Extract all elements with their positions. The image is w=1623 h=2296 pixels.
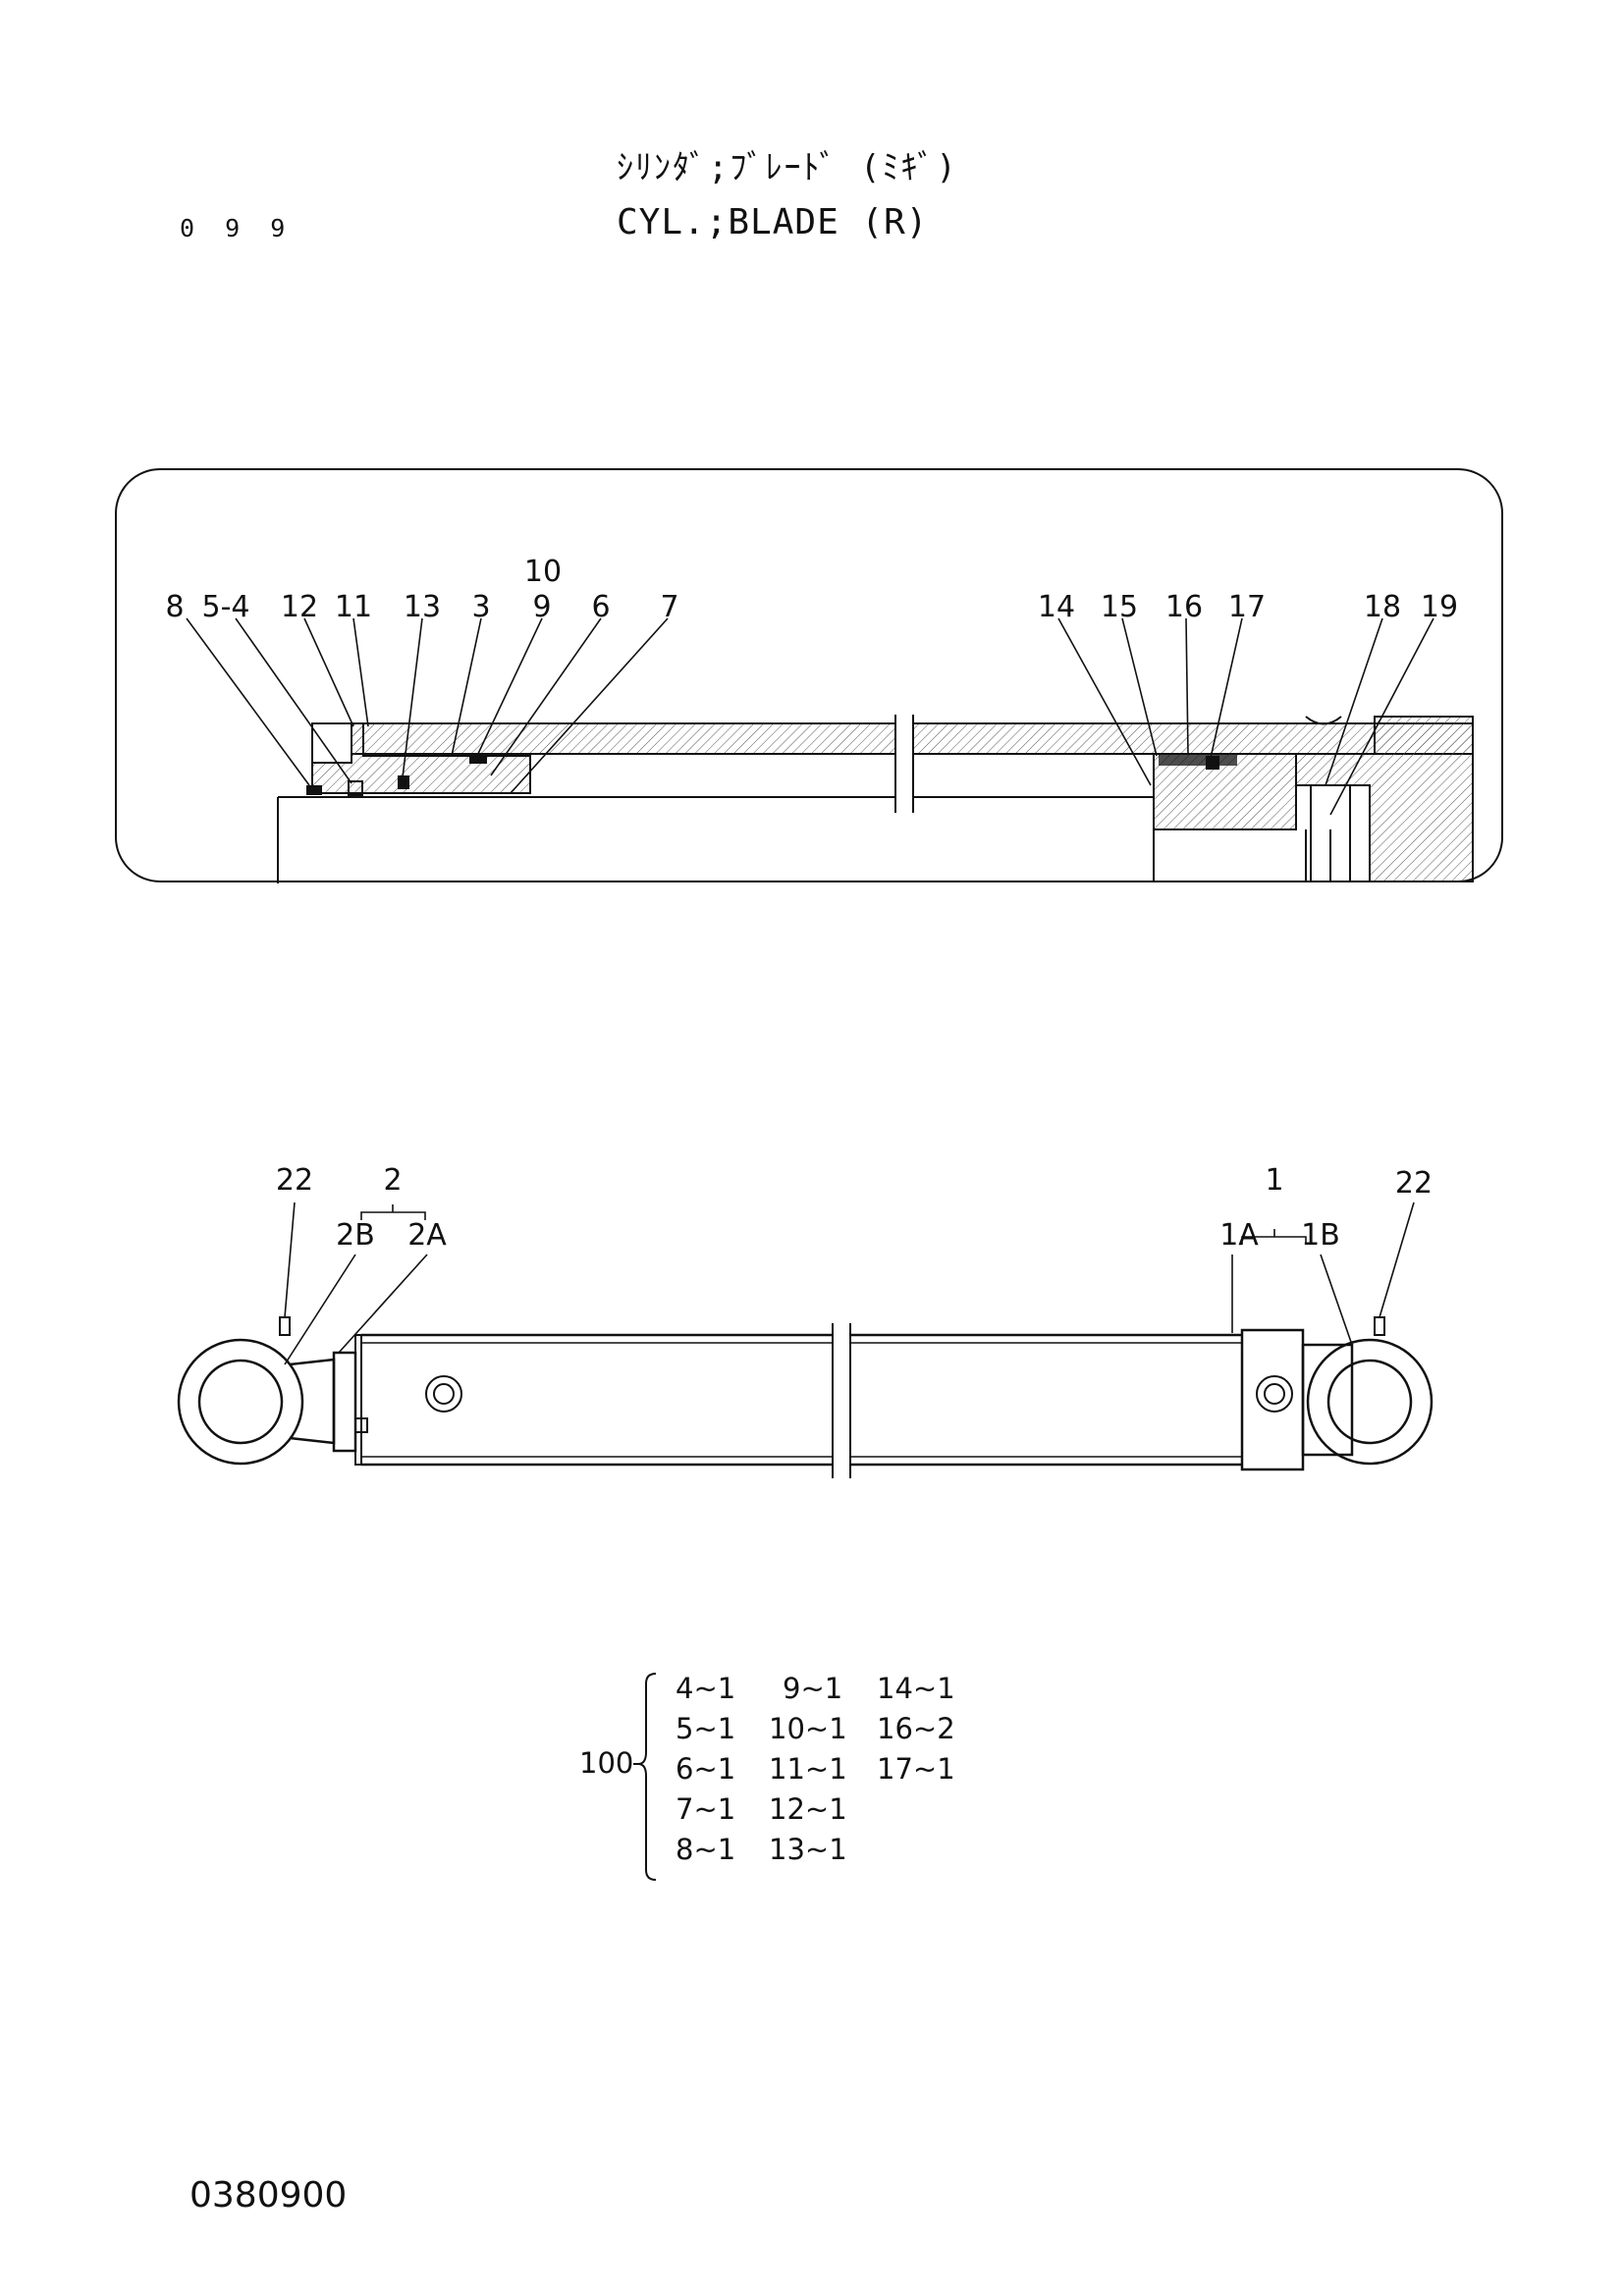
kit-cell: 10~1 xyxy=(769,1712,847,1745)
callout-12: 12 xyxy=(281,590,318,624)
kit-cell: 16~2 xyxy=(877,1712,955,1745)
callout-15: 15 xyxy=(1101,590,1138,624)
callout-18: 18 xyxy=(1364,590,1401,624)
callout-13: 13 xyxy=(404,590,441,624)
kit-table: 100 4~1 5~1 6~1 7~1 8~1 9~1 10~1 11~1 12… xyxy=(579,1672,955,1881)
port-rod-side xyxy=(425,1375,462,1413)
seal-17 xyxy=(1206,756,1219,770)
section-view: 10 8 5-4 12 11 13 3 9 6 7 14 15 16 17 18… xyxy=(115,468,1503,883)
callout-19: 19 xyxy=(1421,590,1458,624)
grease-fitting-left xyxy=(279,1316,291,1336)
wear-ring-16 xyxy=(1159,754,1237,766)
cover-flange xyxy=(311,722,352,764)
kit-cell: 17~1 xyxy=(877,1752,955,1786)
nut-18 xyxy=(1310,784,1351,882)
callout-6: 6 xyxy=(591,590,610,624)
callout-14: 14 xyxy=(1038,590,1075,624)
callout-22-left: 22 xyxy=(276,1163,313,1198)
kit-cell: 7~1 xyxy=(676,1792,735,1826)
title-english: CYL.;BLADE (R) xyxy=(617,202,929,242)
kit-cell: 8~1 xyxy=(676,1833,735,1866)
kit-cell: 5~1 xyxy=(676,1712,735,1745)
section-frame xyxy=(115,468,1503,882)
kit-cell: 11~1 xyxy=(769,1752,847,1786)
callout-7: 7 xyxy=(660,590,678,624)
kit-cell: 13~1 xyxy=(769,1833,847,1866)
callout-5-4: 5-4 xyxy=(202,590,250,624)
callout-22-right: 22 xyxy=(1395,1166,1433,1201)
callout-9: 9 xyxy=(532,590,551,624)
assembly-view: 22 2 2B 2A 1 1A 1B 22 xyxy=(177,1163,1434,1478)
kit-label: 100 xyxy=(579,1746,633,1780)
head-eye-right xyxy=(1306,1338,1434,1466)
title-japanese: ｼﾘﾝﾀﾞ;ﾌﾞﾚｰﾄﾞ (ﾐｷﾞ) xyxy=(617,148,958,187)
rod-eye-left xyxy=(177,1338,304,1466)
kit-cell: 4~1 xyxy=(676,1672,735,1705)
seal-9 xyxy=(469,756,487,764)
kit-brace xyxy=(637,1673,657,1881)
seal-8 xyxy=(306,785,322,795)
callout-8: 8 xyxy=(165,590,184,624)
rod-eye-bore-left xyxy=(197,1359,284,1445)
grease-fitting-right xyxy=(1374,1316,1385,1336)
kit-cell: 9~1 xyxy=(783,1672,842,1705)
callout-10: 10 xyxy=(524,555,562,589)
document-number: 0380900 xyxy=(189,2175,348,2216)
callout-2B: 2B xyxy=(336,1218,375,1253)
port-head-side xyxy=(1256,1375,1293,1413)
assembly-leaders xyxy=(284,1201,1415,1365)
kit-cell: 6~1 xyxy=(676,1752,735,1786)
section-leaders xyxy=(186,617,1434,816)
head-eye-bore-right xyxy=(1326,1359,1413,1445)
callout-2A: 2A xyxy=(407,1218,447,1253)
callout-1: 1 xyxy=(1265,1163,1283,1198)
seal-5-4 xyxy=(348,780,363,796)
page-number: 0 9 9 xyxy=(180,214,294,242)
callout-16: 16 xyxy=(1165,590,1203,624)
callout-1A: 1A xyxy=(1219,1218,1259,1253)
callout-11: 11 xyxy=(335,590,372,624)
callout-3: 3 xyxy=(471,590,490,624)
callout-17: 17 xyxy=(1228,590,1266,624)
tube-wall xyxy=(311,722,1474,755)
seal-13 xyxy=(398,775,409,789)
callout-1B: 1B xyxy=(1301,1218,1340,1253)
head-collar xyxy=(1240,1328,1305,1471)
kit-cell: 12~1 xyxy=(769,1792,847,1826)
callout-2: 2 xyxy=(383,1163,402,1198)
kit-cell: 14~1 xyxy=(877,1672,955,1705)
